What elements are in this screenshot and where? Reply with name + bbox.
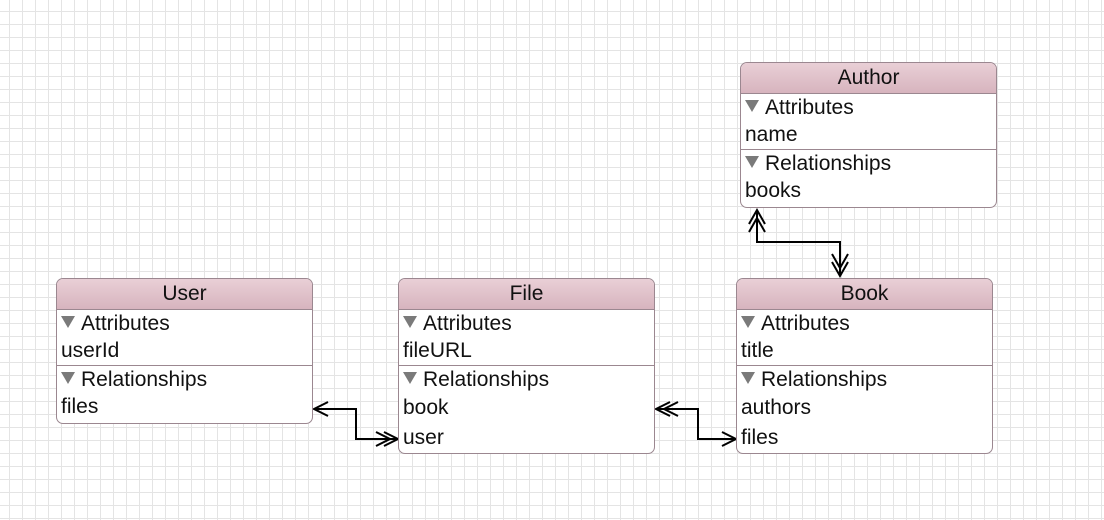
relationships-header[interactable]: Relationships: [399, 366, 654, 393]
connector-user-file: [314, 408, 398, 440]
entity-file[interactable]: File Attributes fileURL Relationships bo…: [398, 278, 655, 454]
attributes-header[interactable]: Attributes: [399, 310, 654, 337]
arrowhead-book-files: [721, 431, 739, 447]
attribute-item[interactable]: title: [741, 339, 774, 362]
disclosure-triangle-icon[interactable]: [403, 372, 417, 384]
relationships-header[interactable]: Relationships: [741, 150, 996, 177]
arrowhead-file-book: [653, 401, 679, 417]
disclosure-triangle-icon[interactable]: [745, 156, 759, 168]
relationships-header[interactable]: Relationships: [57, 366, 312, 393]
disclosure-triangle-icon[interactable]: [745, 100, 759, 112]
relationship-item[interactable]: books: [745, 179, 802, 202]
relationship-item[interactable]: authors: [741, 396, 812, 419]
attribute-item[interactable]: userId: [61, 339, 120, 362]
attributes-label: Attributes: [761, 312, 850, 335]
relationship-item[interactable]: files: [61, 395, 99, 418]
attributes-label: Attributes: [81, 312, 170, 335]
arrowhead-user: [311, 401, 329, 417]
attributes-label: Attributes: [765, 96, 854, 119]
attributes-header[interactable]: Attributes: [737, 310, 992, 337]
relationships-label: Relationships: [761, 368, 888, 391]
entity-title: Book: [737, 279, 992, 310]
section-divider: [737, 365, 992, 366]
attribute-item[interactable]: fileURL: [403, 339, 472, 362]
relationship-item[interactable]: files: [741, 426, 779, 449]
entity-book[interactable]: Book Attributes title Relationships auth…: [736, 278, 993, 454]
entity-author[interactable]: Author Attributes name Relationships boo…: [740, 62, 997, 208]
section-divider: [399, 365, 654, 366]
relationship-item[interactable]: user: [403, 426, 444, 449]
connector-file-book: [656, 408, 736, 440]
relationship-item[interactable]: book: [403, 396, 449, 419]
disclosure-triangle-icon[interactable]: [741, 316, 755, 328]
relationships-label: Relationships: [81, 368, 208, 391]
entity-title: Author: [741, 63, 996, 94]
disclosure-triangle-icon[interactable]: [61, 316, 75, 328]
arrowhead-file-user: [375, 431, 401, 447]
disclosure-triangle-icon[interactable]: [741, 372, 755, 384]
entity-title: File: [399, 279, 654, 310]
disclosure-triangle-icon[interactable]: [403, 316, 417, 328]
relationships-label: Relationships: [765, 152, 892, 175]
arrowhead-author: [748, 207, 766, 233]
section-divider: [57, 365, 312, 366]
entity-user[interactable]: User Attributes userId Relationships fil…: [56, 278, 313, 424]
attributes-header[interactable]: Attributes: [741, 94, 996, 121]
section-divider: [741, 149, 996, 150]
connector-author-book: [756, 210, 841, 276]
attributes-header[interactable]: Attributes: [57, 310, 312, 337]
attributes-label: Attributes: [423, 312, 512, 335]
relationships-label: Relationships: [423, 368, 550, 391]
arrowhead-book-top: [831, 253, 849, 279]
attribute-item[interactable]: name: [745, 123, 798, 146]
entity-title: User: [57, 279, 312, 310]
relationships-header[interactable]: Relationships: [737, 366, 992, 393]
disclosure-triangle-icon[interactable]: [61, 372, 75, 384]
